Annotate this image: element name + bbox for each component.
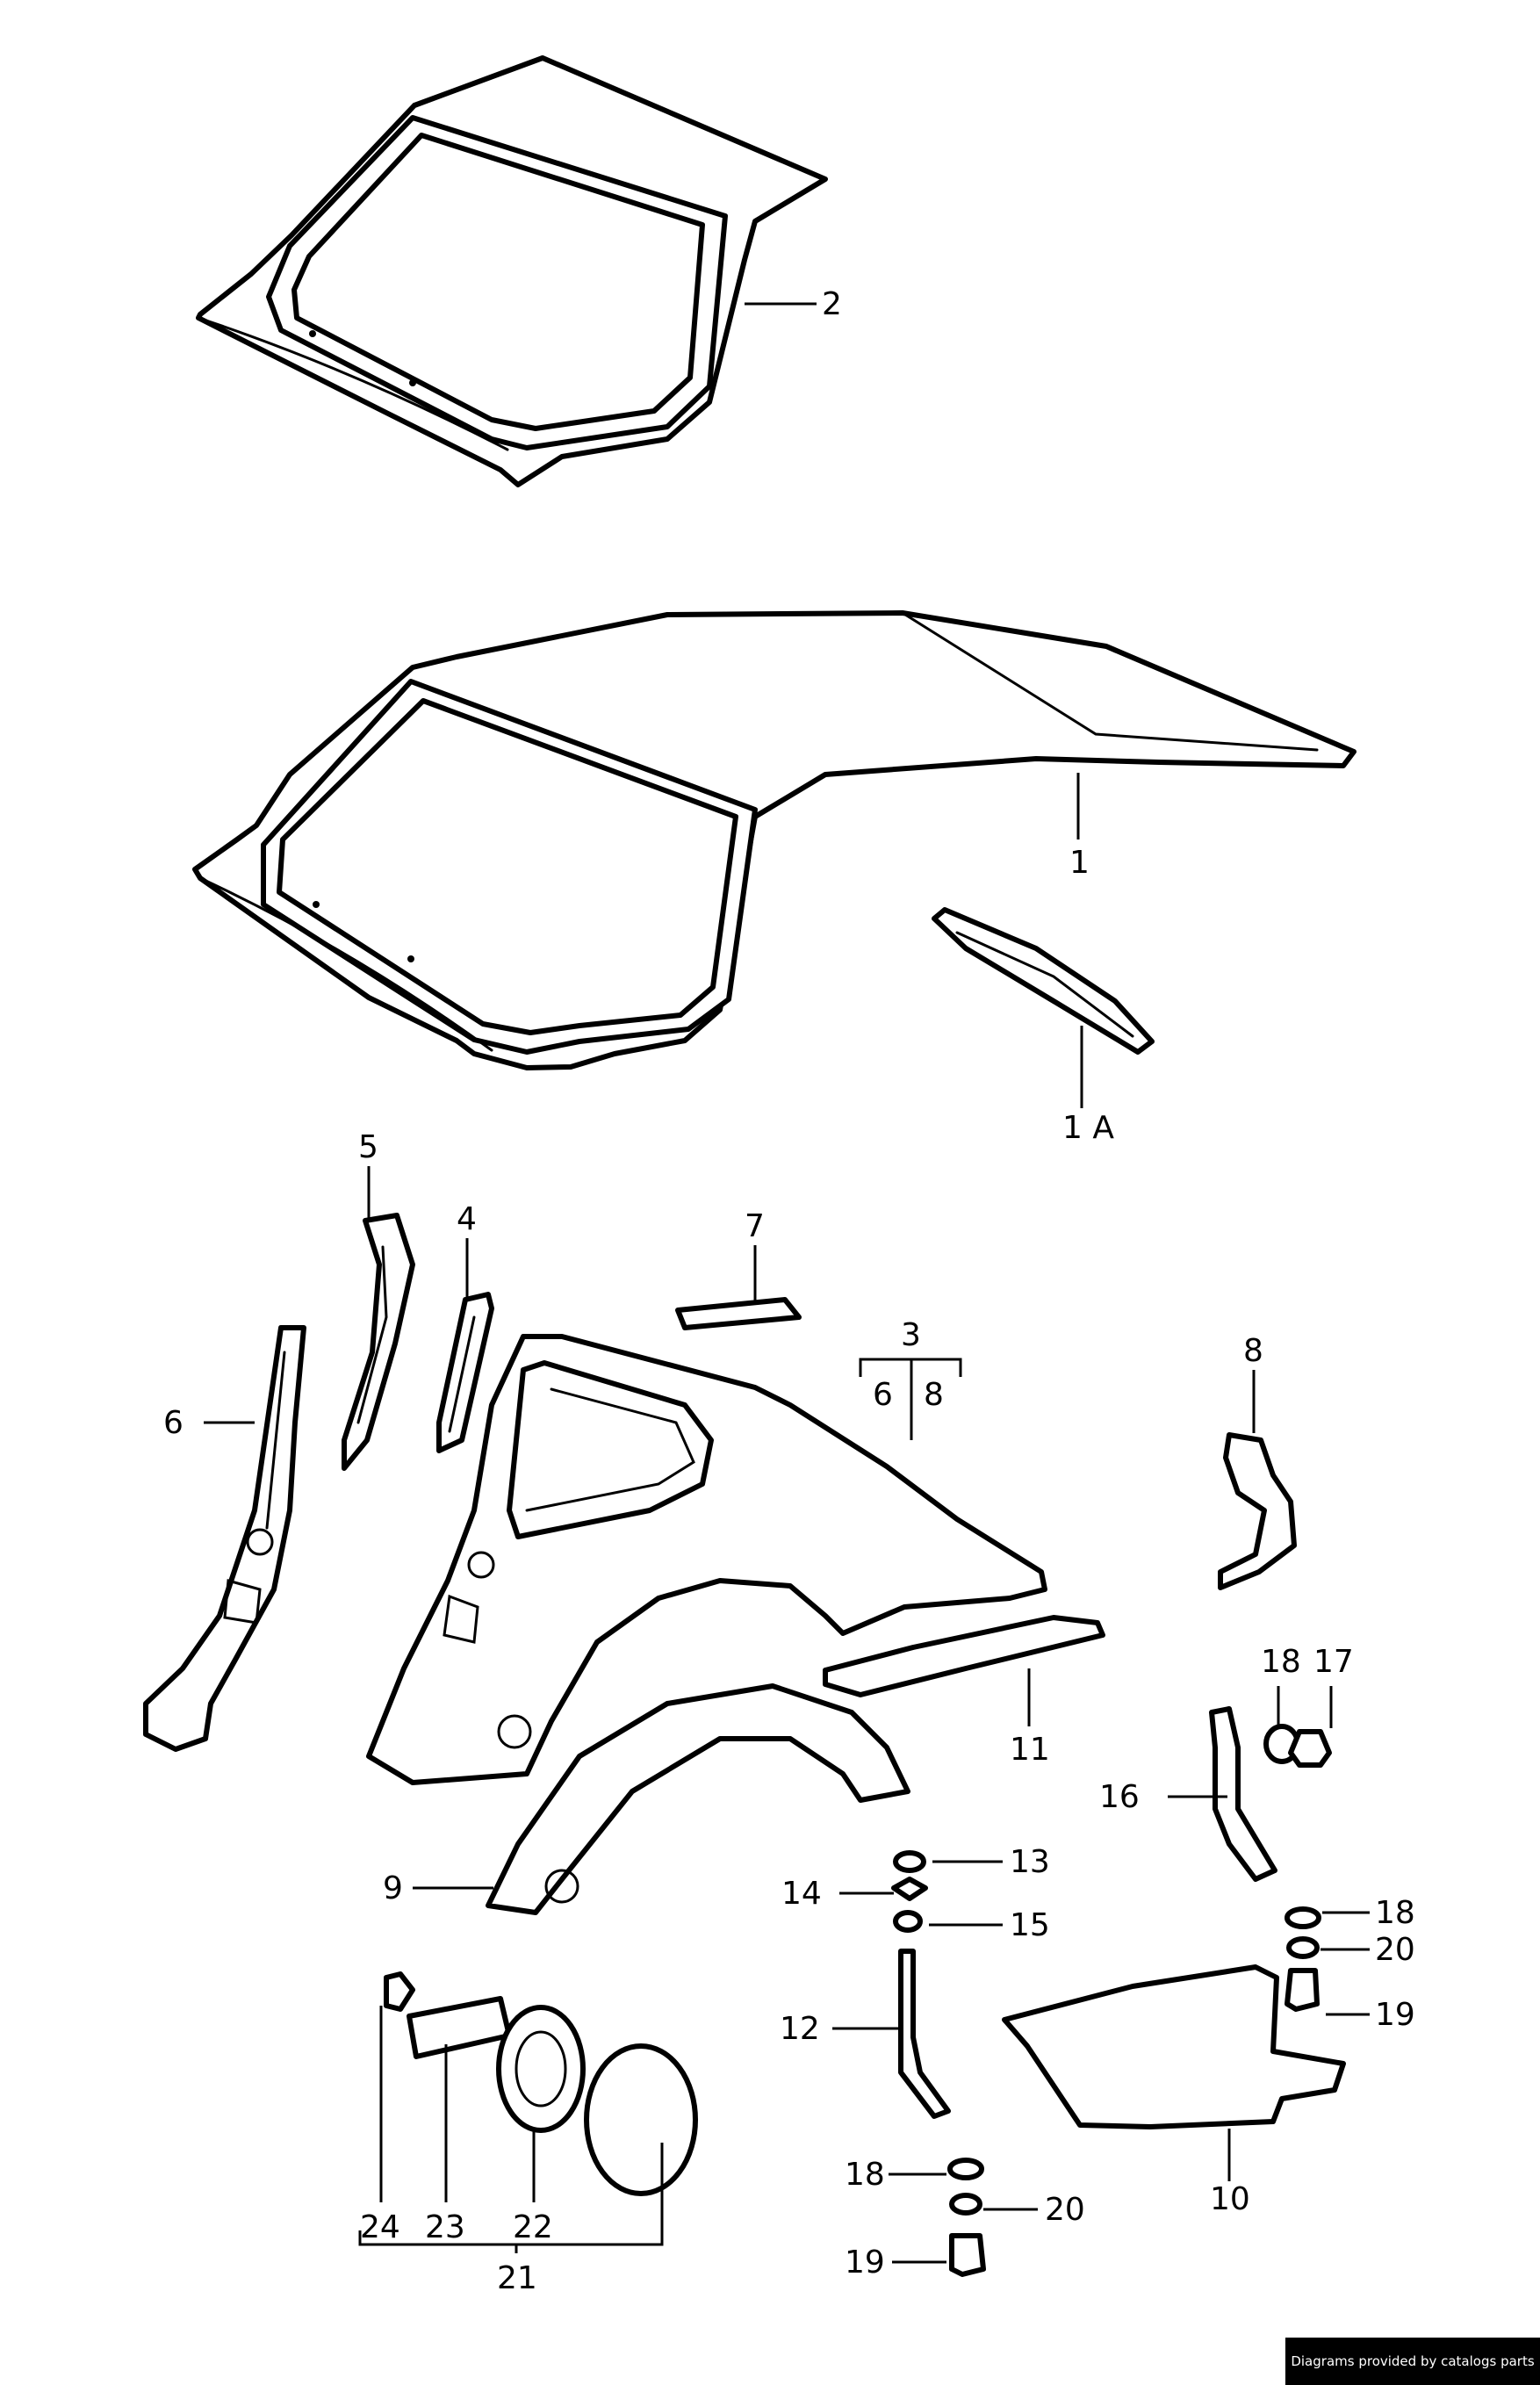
part-16-bracket-arm [1209,1706,1277,1882]
label-7: 7 [745,1208,765,1244]
part-labels: 2 1 1 A 5 4 7 3 6 8 8 6 11 18 17 16 9 13… [163,286,1415,2296]
part-1-roof [192,610,1356,1070]
label-12: 12 [780,2011,820,2047]
label-2: 2 [822,286,842,322]
label-18-bottom: 18 [845,2157,885,2193]
part-5-pillar-trim [342,1213,415,1471]
label-22: 22 [513,2209,553,2245]
label-21: 21 [497,2260,537,2296]
part-4-pillar-strip [436,1292,494,1453]
label-6: 6 [163,1405,184,1441]
label-3-sub-6: 6 [873,1377,893,1413]
part-7-foam-block [675,1297,802,1330]
part-11-rear-strip [823,1615,1105,1697]
label-5: 5 [358,1129,378,1165]
label-15: 15 [1010,1907,1050,1943]
label-19-right: 19 [1375,1997,1415,2033]
part-21-fuel-filler [384,1971,698,2196]
label-17: 17 [1313,1644,1354,1680]
label-18-top: 18 [1261,1644,1301,1680]
label-23: 23 [425,2209,465,2245]
part-6-inner-pillar [143,1325,306,1752]
label-24: 24 [360,2209,400,2245]
label-1a: 1 A [1062,1110,1114,1146]
label-13: 13 [1010,1844,1050,1880]
label-8: 8 [1243,1333,1263,1369]
part-2-windshield-frame [196,55,828,487]
label-10: 10 [1210,2181,1250,2217]
label-1: 1 [1069,845,1090,881]
label-3: 3 [901,1317,921,1353]
part-9-wheel-arch [486,1683,910,1915]
leader-lines [204,302,1370,2264]
label-3-sub-8: 8 [924,1377,944,1413]
credit-badge: Diagrams provided by catalogs parts [1285,2338,1540,2385]
label-18-right: 18 [1375,1895,1415,1931]
label-14: 14 [781,1876,822,1912]
label-11: 11 [1010,1732,1050,1768]
part-3-quarter-panel [366,1334,1047,1785]
part-18-17-nut-washer [1263,1724,1332,2012]
label-16: 16 [1099,1779,1140,1815]
label-9: 9 [383,1870,403,1906]
label-20-bottom: 20 [1045,2192,1085,2228]
part-8-bracket [1218,1432,1297,1590]
label-20-right: 20 [1375,1932,1415,1968]
part-10-lower-panel [1002,1964,1346,2129]
part-12-support-rod [891,1850,986,2277]
part-1a-roof-strip [932,907,1155,1055]
label-19-bottom: 19 [845,2244,885,2281]
label-4: 4 [457,1201,477,1237]
